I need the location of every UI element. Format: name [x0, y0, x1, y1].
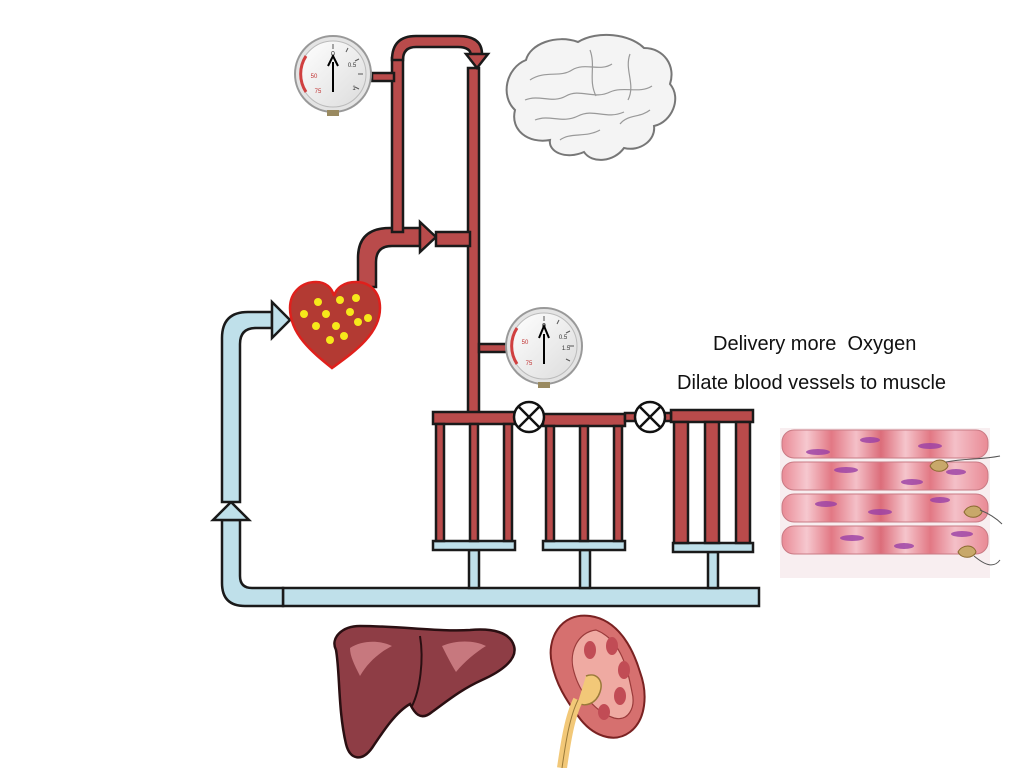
caption-vasodilation: Dilate blood vessels to muscle	[677, 372, 947, 394]
gauge-tick-label: 1.5	[562, 346, 571, 352]
gauge-tick-label: 0.5	[559, 335, 568, 341]
liver-icon	[333, 624, 516, 759]
gauge-tick-label: 1	[352, 86, 356, 92]
gauge-tick-label: 75	[526, 361, 533, 367]
brain-icon	[505, 33, 677, 161]
muscle-fibers-icon	[780, 428, 1003, 578]
oxygen-dots	[300, 294, 372, 344]
heart-icon	[288, 280, 382, 370]
gauge-tick-label: 0.5	[348, 63, 357, 69]
caption-oxygen-delivery: Delivery more Oxygen	[713, 333, 917, 355]
pressure-gauge-icon: 0 0.5 1.5 50 75	[505, 307, 583, 388]
pressure-gauge-icon: 0 0.5 1 50 75	[294, 35, 372, 116]
valve-icon	[633, 400, 667, 434]
valve-icon	[512, 400, 546, 434]
gauge-tick-label: 75	[315, 89, 322, 95]
venous-return-pipe	[209, 298, 761, 608]
kidney-icon	[549, 614, 646, 768]
gauge-tick-label: 50	[522, 340, 529, 346]
gauge-tick-label: 50	[311, 74, 318, 80]
